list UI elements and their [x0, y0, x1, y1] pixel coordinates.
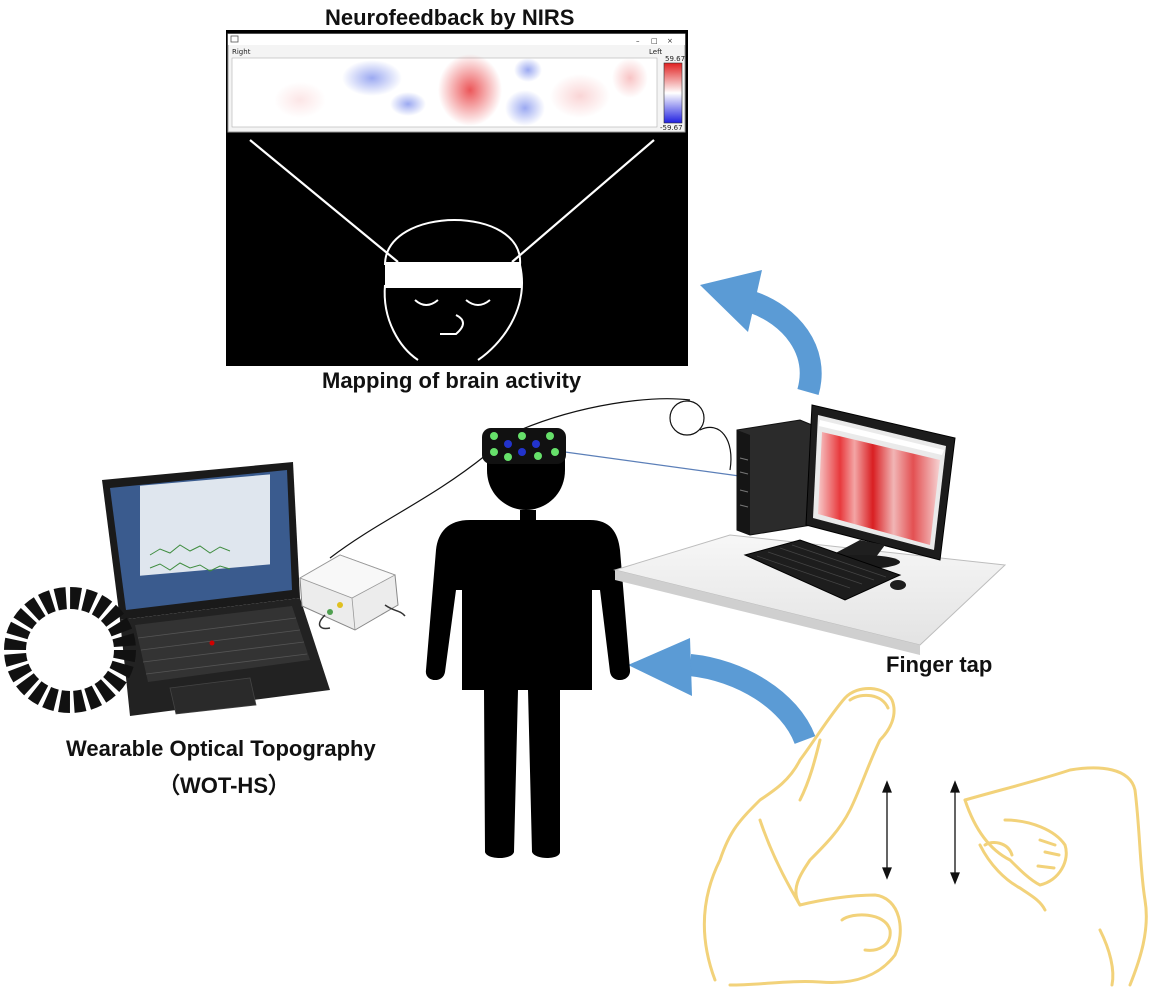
- device-label-abbrev: （WOT-HS）: [158, 773, 290, 798]
- headband: [385, 262, 521, 288]
- nirs-heatmap: [231, 54, 658, 128]
- nirs-mapping-window: – □ × Right Left 59.67 -59.67: [227, 33, 686, 133]
- projection-line-right: [511, 139, 655, 263]
- head-illustration: [383, 219, 523, 361]
- nirs-sensor-band: [482, 428, 566, 464]
- probe-cluster: [4, 587, 136, 713]
- color-scale: 59.67 -59.67: [660, 55, 685, 132]
- figure-title: Neurofeedback by NIRS: [325, 5, 575, 30]
- projection-line-left: [249, 139, 399, 263]
- pc-cable: [699, 426, 732, 471]
- window-maximize-icon[interactable]: □: [651, 37, 658, 45]
- window-close-icon[interactable]: ×: [667, 37, 673, 45]
- finger-tap-label: Finger tap: [886, 652, 993, 677]
- scale-max-label: 59.67: [665, 55, 685, 63]
- device-cable: [329, 454, 487, 559]
- window-app-icon: [230, 35, 239, 43]
- tap-motion-arrows: [882, 780, 960, 885]
- nirs-device-box: [299, 554, 406, 631]
- side-right-label: Right: [232, 48, 251, 56]
- screen-caption: Mapping of brain activity: [322, 368, 582, 393]
- finger-tap-arrow: [628, 638, 816, 745]
- side-left-label: Left: [649, 48, 662, 56]
- cable-loop: [669, 400, 705, 436]
- person-silhouette: [425, 434, 631, 858]
- projection-panel: – □ × Right Left 59.67 -59.67: [226, 30, 688, 366]
- laptop: [102, 462, 330, 716]
- trackpoint: [209, 640, 215, 646]
- sensor-cable: [519, 398, 691, 431]
- mouse: [890, 580, 906, 590]
- scale-min-label: -59.67: [660, 124, 683, 132]
- feedback-arrow: [700, 270, 822, 396]
- desktop-computer: [613, 404, 1007, 655]
- window-minimize-icon[interactable]: –: [636, 37, 640, 45]
- device-label: Wearable Optical Topography: [66, 736, 376, 761]
- finger-tap-hands: [702, 687, 1148, 987]
- monitor-heatmap: [818, 432, 940, 545]
